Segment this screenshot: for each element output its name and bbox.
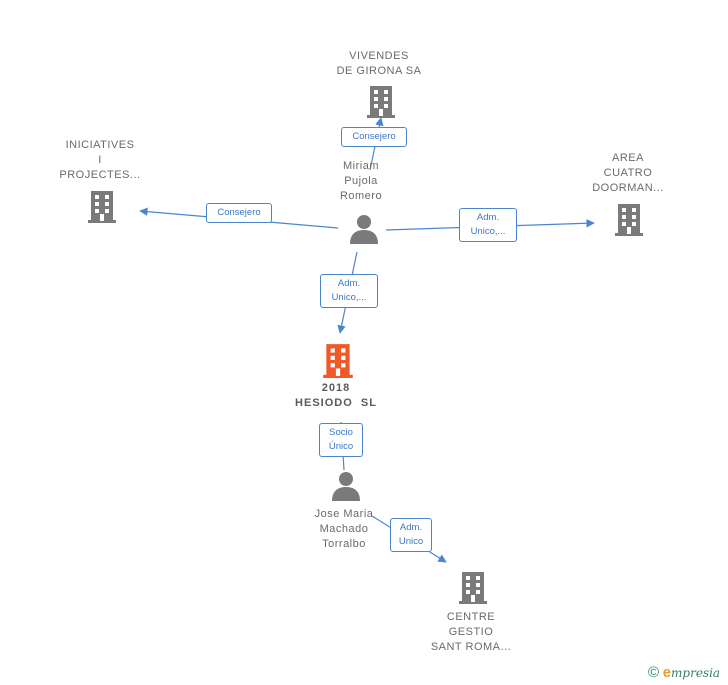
node-label-hesiodo[interactable]: 2018 HESIODO SL [295,382,377,409]
person-icon[interactable] [349,214,379,244]
person-icon[interactable] [331,471,361,501]
building-icon[interactable] [614,202,644,236]
edge-label-miriam-area[interactable]: Adm. Unico,... [459,208,517,242]
edge-label-jose-hesiodo[interactable]: Socio Único [319,423,363,457]
node-label-jose[interactable]: Jose Maria Machado Torralbo [314,508,374,550]
node-label-centre[interactable]: CENTRE GESTIO SANT ROMA... [430,611,512,653]
edge-label-miriam-vivendes[interactable]: Consejero [341,127,407,147]
edge-label-miriam-hesiodo[interactable]: Adm. Unico,... [320,274,378,308]
edge-label-miriam-iniciatives[interactable]: Consejero [206,203,272,223]
node-label-area[interactable]: AREA CUATRO DOORMAN... [592,152,664,194]
node-label-miriam[interactable]: Miriam Pujola Romero [339,160,383,202]
empresia-watermark: © empresia [648,664,720,681]
copyright-symbol: © [648,664,660,681]
brand-logo-text: mpresia [671,666,721,680]
building-focus-icon[interactable] [322,342,354,378]
building-icon[interactable] [458,570,488,604]
brand-logo-e: e [662,664,672,681]
node-label-vivendes[interactable]: VIVENDES DE GIRONA SA [336,50,422,77]
building-icon[interactable] [87,189,117,223]
node-label-iniciatives[interactable]: INICIATIVES I PROJECTES... [59,139,141,181]
building-icon[interactable] [366,84,396,118]
edge-label-jose-centre[interactable]: Adm. Unico [390,518,432,552]
